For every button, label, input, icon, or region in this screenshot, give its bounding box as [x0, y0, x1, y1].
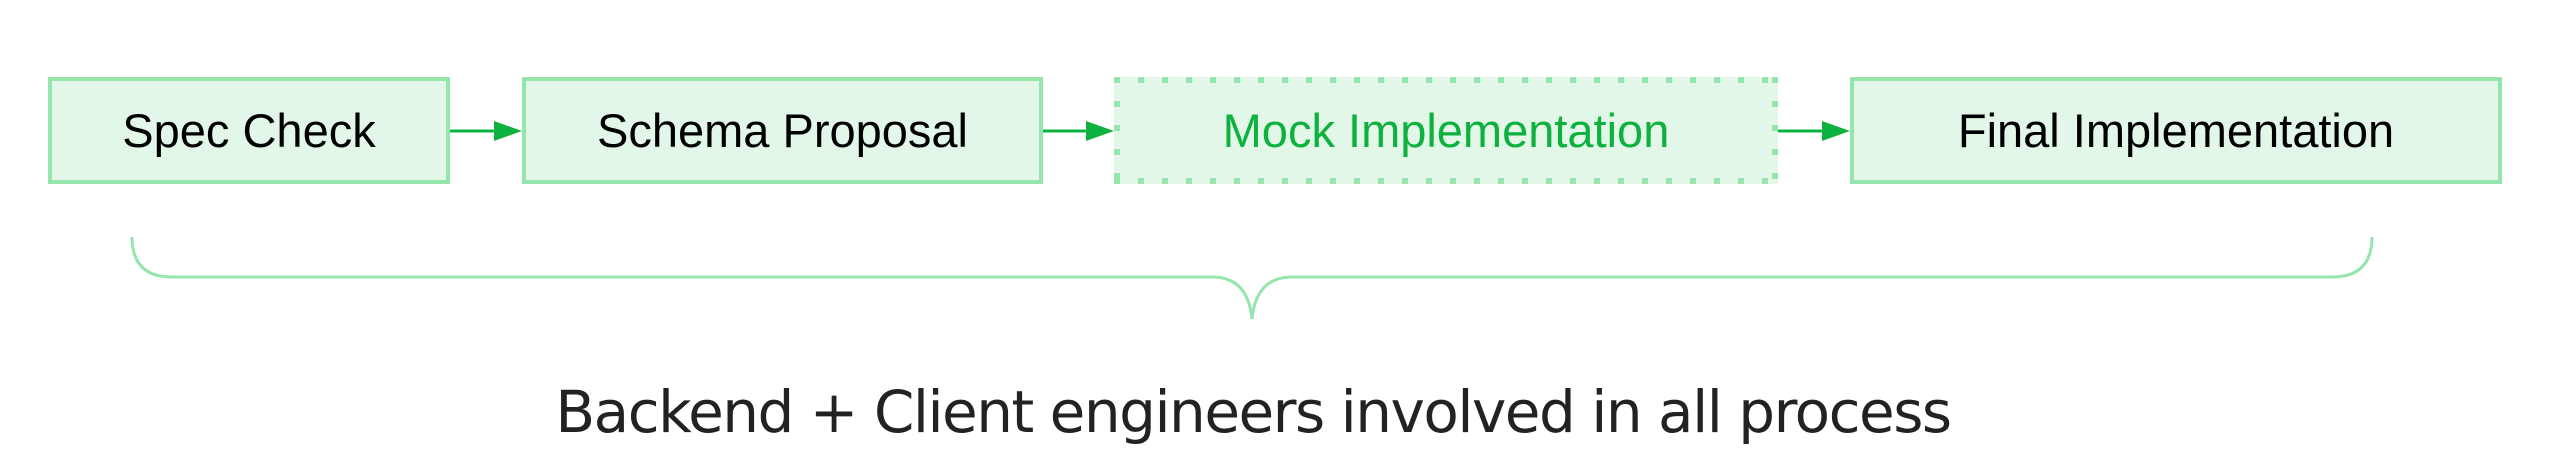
- arrow-icon: [1043, 121, 1114, 141]
- step-label: Schema Proposal: [597, 104, 968, 157]
- caption: Backend + Client engineers involved in a…: [555, 378, 1952, 446]
- step-spec-check: Spec Check: [48, 77, 450, 184]
- arrow-icon: [1778, 121, 1850, 141]
- step-final-implementation: Final Implementation: [1850, 77, 2502, 184]
- step-label: Spec Check: [122, 104, 376, 157]
- arrow-icon: [450, 121, 522, 141]
- step-mock-implementation: Mock Implementation: [1114, 77, 1778, 184]
- step-label: Final Implementation: [1957, 104, 2395, 157]
- step-schema-proposal: Schema Proposal: [522, 77, 1043, 184]
- curly-brace-icon: [130, 236, 2374, 320]
- step-label: Mock Implementation: [1222, 104, 1670, 157]
